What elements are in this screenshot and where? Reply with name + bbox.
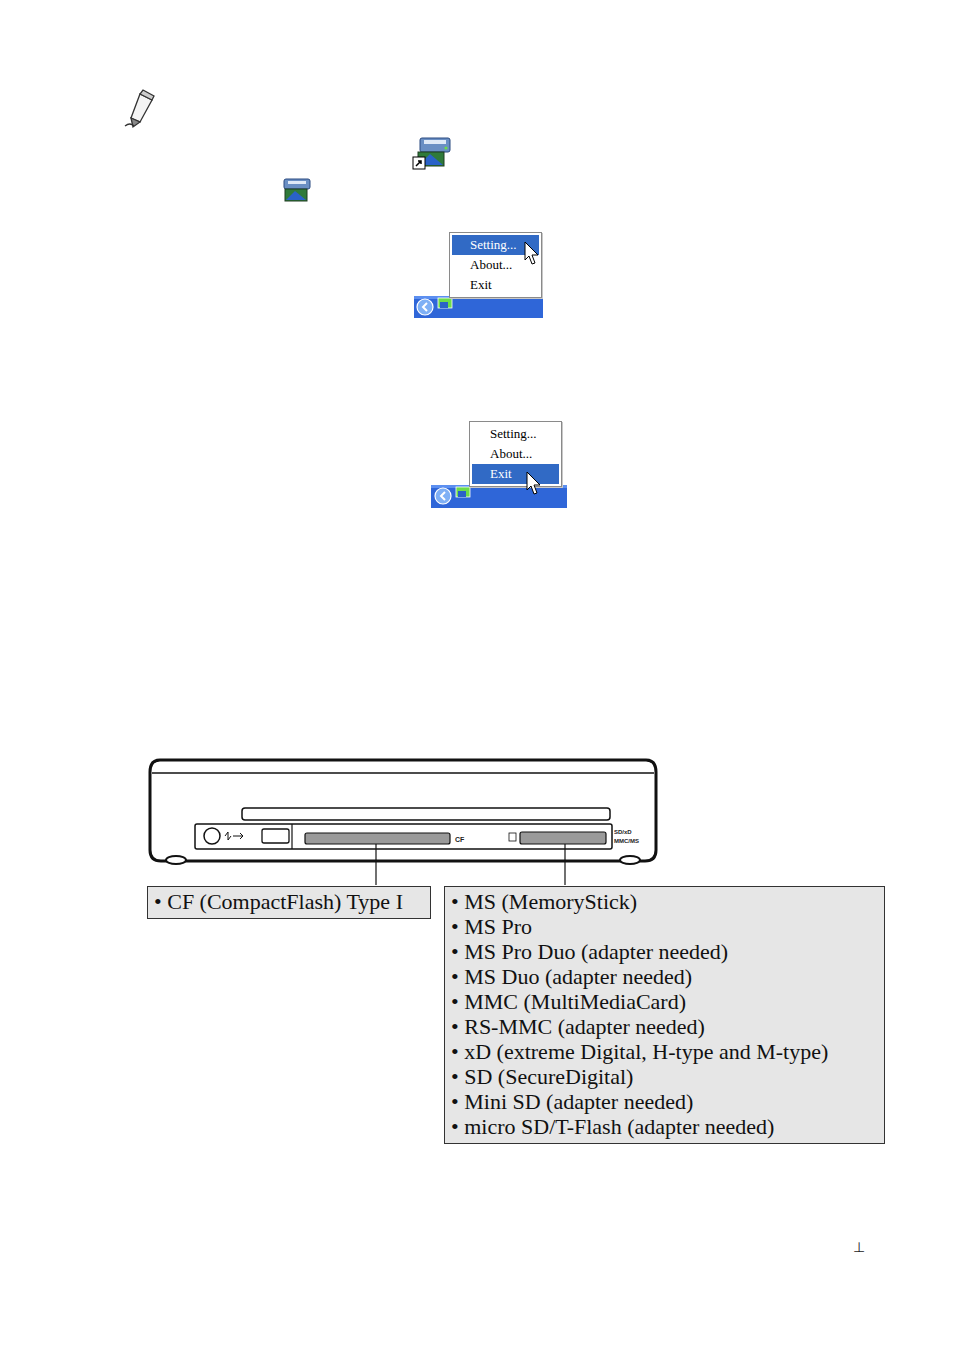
- callout-box: • MS (MemoryStick)• MS Pro• MS Pro Duo (…: [444, 886, 885, 1144]
- menu-item: About...: [452, 255, 539, 275]
- list-item: • MS Pro: [451, 914, 878, 939]
- list-item: • SD (SecureDigital): [451, 1064, 878, 1089]
- slot-label: CF: [455, 836, 464, 843]
- list-item: • RS-MMC (adapter needed): [451, 1014, 878, 1039]
- callout-box: • CF (CompactFlash) Type I: [147, 886, 431, 919]
- list-item: • MS Duo (adapter needed): [451, 964, 878, 989]
- taskbar: [431, 485, 567, 508]
- page-mark: ⊥: [853, 1240, 865, 1254]
- list-item: • xD (extreme Digital, H-type and M-type…: [451, 1039, 878, 1064]
- tray-icon: [284, 179, 310, 201]
- slot-label: SD/xD: [614, 829, 632, 835]
- list-item: • micro SD/T-Flash (adapter needed): [451, 1114, 878, 1139]
- note-icon: [125, 90, 154, 127]
- leader-line: [564, 844, 565, 885]
- leader-line: [375, 844, 376, 885]
- list-item: • CF (CompactFlash) Type I: [154, 889, 424, 914]
- menu-item: Setting...: [472, 424, 559, 444]
- card-reader: [150, 760, 656, 864]
- slot-label: MMC/MS: [614, 838, 639, 844]
- menu-item: Exit: [472, 464, 559, 484]
- context-menu: Setting...About...Exit: [449, 232, 542, 298]
- list-item: • MS (MemoryStick): [451, 889, 878, 914]
- list-item: • MS Pro Duo (adapter needed): [451, 939, 878, 964]
- list-item: • Mini SD (adapter needed): [451, 1089, 878, 1114]
- taskbar: [414, 296, 543, 318]
- menu-item: Exit: [452, 275, 539, 295]
- context-menu: Setting...About...Exit: [469, 421, 562, 487]
- menu-item: About...: [472, 444, 559, 464]
- list-item: • MMC (MultiMediaCard): [451, 989, 878, 1014]
- menu-item: Setting...: [452, 235, 539, 255]
- shortcut-icon: [413, 138, 450, 169]
